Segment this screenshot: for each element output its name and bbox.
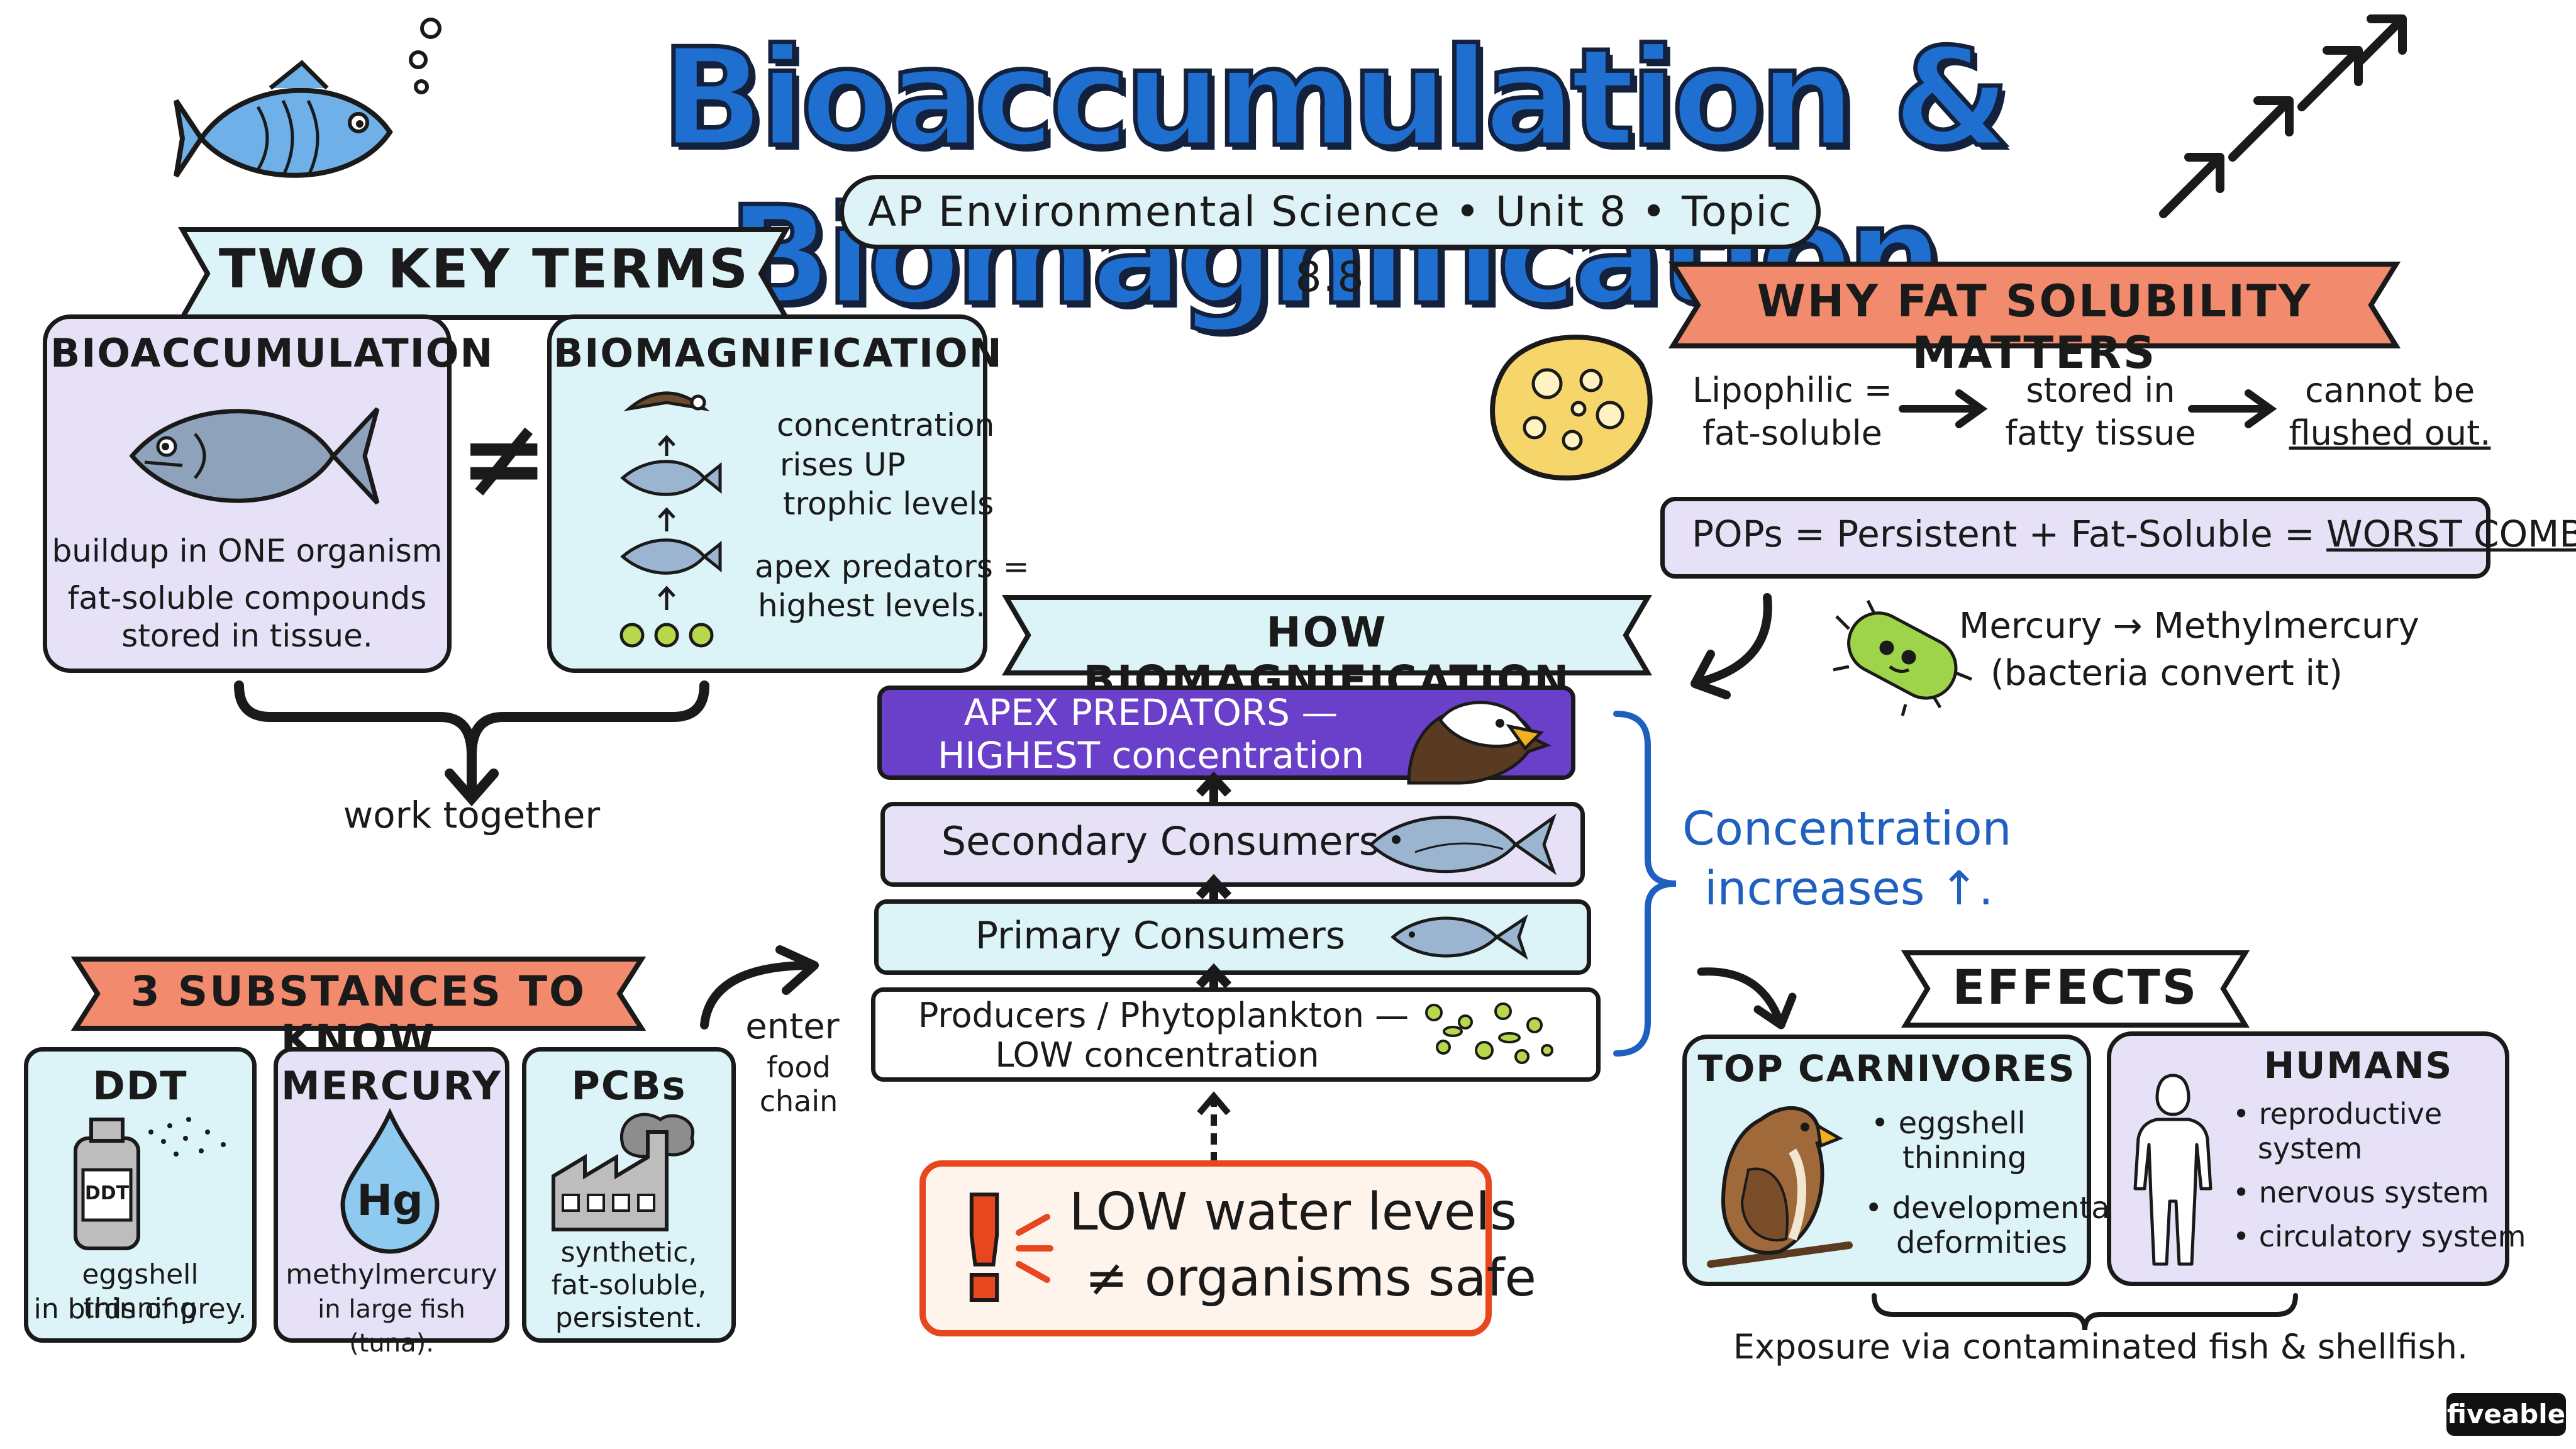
not-equal-sign: ≠ — [459, 396, 549, 521]
exposure-bracket — [1872, 1293, 2298, 1331]
rising-arrows-icon — [2159, 14, 2407, 218]
fat-solubility-banner: WHY FAT SOLUBILITY MATTERS — [1757, 275, 2312, 379]
curved-arrow-icon — [1690, 593, 1772, 699]
pcbs-heading: PCBs — [571, 1063, 687, 1109]
biomagnification-card — [547, 314, 987, 673]
warning-rays-icon — [1016, 1214, 1053, 1283]
fish-icon — [1368, 813, 1557, 875]
pcbs-line2: fat-soluble, — [551, 1269, 707, 1301]
curved-arrow-icon — [1697, 967, 1797, 1030]
humans-b2: • nervous system — [2233, 1175, 2489, 1209]
page-subtitle: AP Environmental Science • Unit 8 • Topi… — [840, 175, 1821, 301]
pcbs-line3: persistent. — [555, 1302, 703, 1334]
mercury-line1: methylmercury — [286, 1258, 497, 1291]
mercury-conversion-line1: Mercury → Methylmercury — [1959, 606, 2419, 647]
carnivores-b1-line2: thinning — [1902, 1140, 2027, 1175]
pops-definition: POPs = Persistent + Fat-Soluble = — [1692, 513, 2315, 555]
factory-icon — [552, 1113, 695, 1231]
humans-b3: • circulatory system — [2233, 1219, 2526, 1253]
biomagnification-line5: highest levels. — [758, 587, 986, 624]
mercury-conversion-line2: (bacteria convert it) — [1990, 653, 2343, 694]
bioaccumulation-line2: fat-soluble compounds — [67, 580, 427, 616]
biomagnification-line2: rises UP — [780, 447, 906, 483]
biomagnification-heading: BIOMAGNIFICATION — [553, 330, 1003, 376]
fish-icon — [129, 407, 380, 505]
warning-icon: ! — [950, 1165, 1019, 1336]
fat-solubility-banner-shape — [1668, 262, 2401, 348]
pops-text: POPs = Persistent + Fat-Soluble = WORST … — [1692, 513, 2576, 555]
concentration-increases-line2: increases ↑. — [1704, 862, 1994, 916]
carnivores-b2-line1: • developmental — [1865, 1191, 2118, 1226]
bioaccumulation-heading: BIOACCUMULATION — [50, 330, 494, 376]
ddt-line2: in birds of prey. — [33, 1293, 247, 1325]
enter-line1: enter — [745, 1006, 840, 1047]
bubbles-icon — [409, 18, 441, 94]
dashed-arrow — [1197, 1091, 1231, 1163]
brand-logo: fiveable — [2446, 1393, 2566, 1436]
enter-line2: food chain — [759, 1050, 838, 1118]
lipophilic-line1: Lipophilic = — [1692, 370, 1892, 410]
bioaccumulation-line3: stored in tissue. — [121, 618, 373, 654]
concentration-brace — [1613, 711, 1677, 1057]
biomagnification-line3: trophic levels — [783, 486, 994, 522]
humans-b1-line2: system — [2258, 1131, 2363, 1165]
phytoplankton-icon — [1425, 1002, 1553, 1064]
spray-can-icon — [74, 1117, 226, 1250]
curved-arrow-icon — [700, 945, 819, 1030]
stored-line1: stored in — [2026, 370, 2175, 410]
fat-cell-icon — [1490, 335, 1653, 481]
primary-label: Primary Consumers — [975, 914, 1346, 958]
substances-banner-shape — [70, 957, 647, 1031]
biomagnification-line4: apex predators = — [755, 548, 1030, 585]
pops-box — [1660, 497, 2490, 579]
key-terms-banner: TWO KEY TERMS — [218, 238, 750, 301]
fish-icon — [1391, 914, 1528, 960]
how-works-banner-shape — [1002, 595, 1652, 675]
effects-banner-shape — [1901, 950, 2250, 1028]
effects-banner: EFFECTS — [1952, 959, 2199, 1015]
ddt-line1: eggshell thinning — [82, 1258, 199, 1324]
humans-b1-line1: • reproductive — [2233, 1097, 2443, 1131]
warning-box — [919, 1160, 1492, 1336]
fish-icon — [174, 60, 393, 178]
pcbs-line1: synthetic, — [560, 1236, 697, 1269]
lipophilic-line2: fat-soluble — [1702, 413, 1882, 453]
arrow-right-icon — [1899, 389, 1988, 428]
ddt-can-label: DDT — [84, 1182, 130, 1204]
biomagnification-line1: concentration — [777, 407, 995, 443]
trophic-pyramid-icon — [619, 391, 722, 648]
pops-emphasis: WORST COMBO. — [2326, 513, 2576, 555]
eagle-icon — [1407, 701, 1552, 785]
mercury-heading: MERCURY — [281, 1063, 502, 1109]
apex-line1: APEX PREDATORS — — [963, 691, 1338, 734]
concentration-increases-line1: Concentration — [1682, 802, 2012, 856]
mercury-symbol: Hg — [357, 1176, 423, 1226]
top-carnivores-heading: TOP CARNIVORES — [1697, 1047, 2076, 1090]
secondary-label: Secondary Consumers — [941, 818, 1380, 864]
producers-line2: LOW concentration — [995, 1035, 1319, 1075]
stored-line2: fatty tissue — [2005, 413, 2196, 453]
work-together-bracket — [234, 680, 709, 807]
mercury-line2: in large fish (tuna). — [318, 1295, 465, 1358]
hawk-icon — [1707, 1106, 1853, 1268]
flushed-line1: cannot be — [2304, 370, 2475, 410]
carnivores-b2-line2: deformities — [1896, 1225, 2067, 1260]
apex-line2: HIGHEST concentration — [937, 734, 1365, 777]
carnivores-b1-line1: • eggshell — [1871, 1106, 2026, 1141]
exposure-note: Exposure via contaminated fish & shellfi… — [1733, 1327, 2468, 1367]
producers-line1: Producers / Phytoplankton — — [918, 996, 1409, 1035]
human-outline-icon — [2133, 1074, 2212, 1266]
producers-level — [871, 987, 1601, 1082]
bacteria-icon — [1833, 599, 1972, 716]
droplet-icon — [340, 1108, 440, 1254]
flushed-line2: flushed out. — [2289, 413, 2491, 453]
humans-card — [2107, 1031, 2509, 1286]
ddt-heading: DDT — [92, 1063, 188, 1109]
warning-line2: ≠ organisms safe — [1085, 1248, 1536, 1308]
bioaccumulation-line1: buildup in ONE organism — [52, 533, 443, 569]
arrow-right-icon — [2188, 389, 2277, 428]
humans-heading: HUMANS — [2263, 1044, 2453, 1087]
work-together-label: work together — [343, 794, 601, 836]
warning-line1: LOW water levels — [1069, 1182, 1517, 1242]
